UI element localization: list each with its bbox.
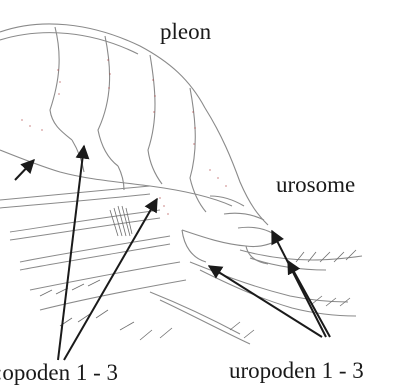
arrow-to-uropod-3 xyxy=(288,261,330,337)
uropod-appendages xyxy=(150,250,362,344)
pleopod-legs xyxy=(0,186,186,310)
arrow-to-pleopod-2 xyxy=(58,146,84,360)
arrow-to-pleopod-3 xyxy=(64,199,157,360)
pleon-body-outline xyxy=(0,24,268,225)
arrow-to-uropod-2 xyxy=(272,231,326,337)
label-pleopoden: :opoden 1 - 3 xyxy=(0,361,118,384)
uropod-setae xyxy=(230,250,356,338)
label-urosome: urosome xyxy=(276,173,355,196)
stippling-dots xyxy=(21,59,227,215)
arrow-to-pleopod-1 xyxy=(15,160,34,180)
label-uropoden: uropoden 1 - 3 xyxy=(229,359,364,382)
label-pleon: pleon xyxy=(160,20,211,43)
urosome-outline xyxy=(182,196,282,264)
